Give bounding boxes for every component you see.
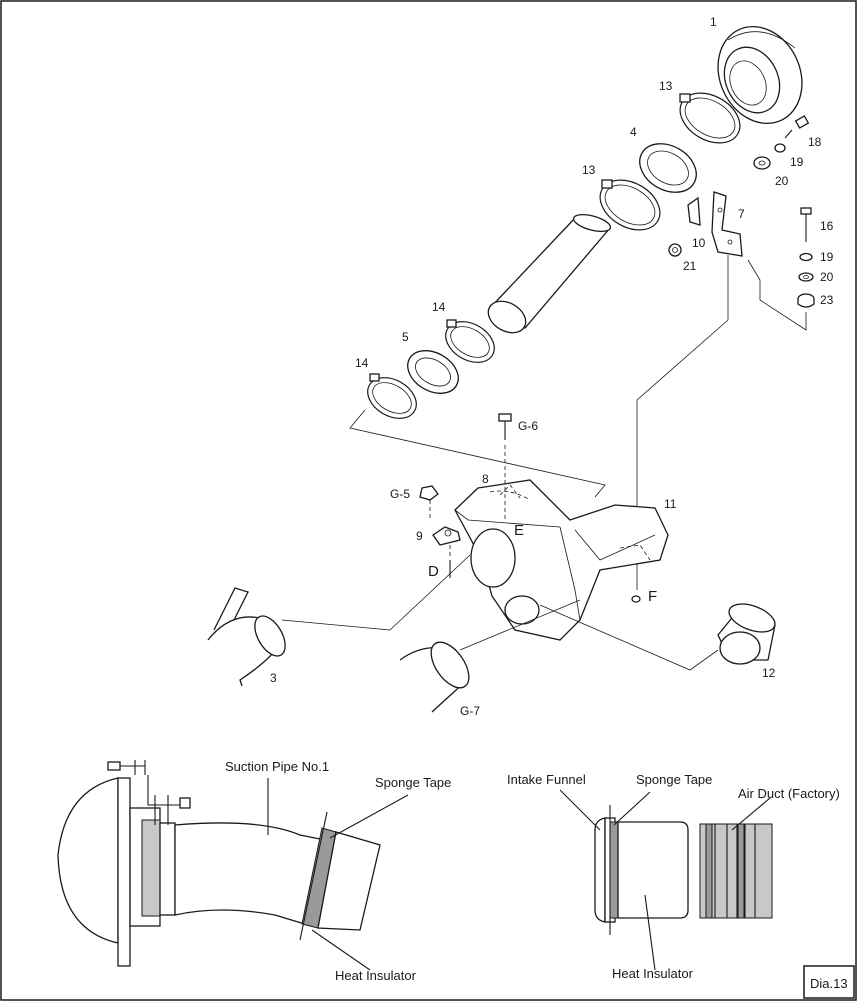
label-g6: G-6 [518,419,538,433]
callout-intake-funnel: Intake Funnel [507,772,586,787]
leader-heat-left [311,929,371,971]
detail-left [57,760,381,967]
leader-heat-right [644,894,656,971]
label-d: D [428,563,439,580]
part-14-clamp-upper [445,319,495,363]
callout-heat-insulator-right: Heat Insulator [612,966,694,981]
diagram-badge: Dia.13 [810,976,848,991]
label-part-21: 21 [683,259,697,273]
leader-sponge-left [329,794,409,839]
leader-g7-to-box [459,599,581,651]
part-10-clip [687,196,701,226]
label-part-19-lower: 19 [820,250,834,264]
part-14-clamp-lower [367,373,417,419]
diagram-badge-box [803,965,855,999]
part-21-nut [668,243,682,257]
label-part-9: 9 [416,529,423,543]
label-part-10: 10 [692,236,706,250]
detail-right [594,805,773,935]
label-part-23: 23 [820,293,834,307]
leader-air-duct [731,797,771,831]
leader-3-to-box [281,554,471,631]
callout-air-duct: Air Duct (Factory) [738,786,840,801]
part-23-grommet [797,293,815,308]
label-part-4: 4 [630,125,637,139]
label-part-20-lower: 20 [820,270,834,284]
leader-bracket-to-23 [747,259,807,331]
f-washer [631,595,641,603]
part-1-air-filter [717,25,803,125]
callout-suction-pipe: Suction Pipe No.1 [225,759,329,774]
part-3-hose [207,587,286,687]
label-part-19-upper: 19 [790,155,804,169]
label-part-20-upper: 20 [775,174,789,188]
part-13-clamp-lower [599,179,661,231]
label-part-8: 8 [482,472,489,486]
part-11-airbox [454,479,669,641]
label-part-14-upper: 14 [432,300,446,314]
g7-duct [399,641,470,713]
label-part-3: 3 [270,671,277,685]
part-16-bolt [800,207,812,242]
label-e: E [514,522,524,539]
label-part-7: 7 [738,207,745,221]
leader-sponge-right [613,791,651,826]
part-7-bracket [711,191,743,257]
leader-clamp-to-box [349,409,606,498]
leader-bracket-to-f [636,255,729,590]
label-part-5: 5 [402,330,409,344]
label-part-1: 1 [710,15,717,29]
label-g7: G-7 [460,704,480,718]
part-18-bolt [784,115,810,139]
callout-sponge-tape-left: Sponge Tape [375,775,451,790]
leader-box-to-12 [539,604,719,671]
callout-heat-insulator-left: Heat Insulator [335,968,417,983]
tapered-pipe [487,213,612,334]
label-g5: G-5 [390,487,410,501]
g5-nut [419,485,439,520]
label-part-16: 16 [820,219,834,233]
label-part-13-lower: 13 [582,163,596,177]
part-20-washer-upper [753,156,771,170]
part-19-washer-lower [799,252,813,262]
part-19-washer-upper [774,143,786,153]
g6-bolt [498,413,512,520]
part-12-funnel [717,603,776,665]
label-part-13-upper: 13 [659,79,673,93]
label-part-12: 12 [762,666,776,680]
label-f: F [648,588,657,605]
part-9-bracket [432,526,461,546]
label-part-11: 11 [664,497,677,511]
label-part-18: 18 [808,135,822,149]
part-4-coupler [639,143,697,193]
callout-sponge-tape-right: Sponge Tape [636,772,712,787]
part-13-clamp-upper [679,92,741,144]
part-5-coupler [407,350,459,394]
label-part-14-lower: 14 [355,356,369,370]
part-20-washer-lower [798,272,814,282]
leader-intake-funnel [559,789,601,831]
